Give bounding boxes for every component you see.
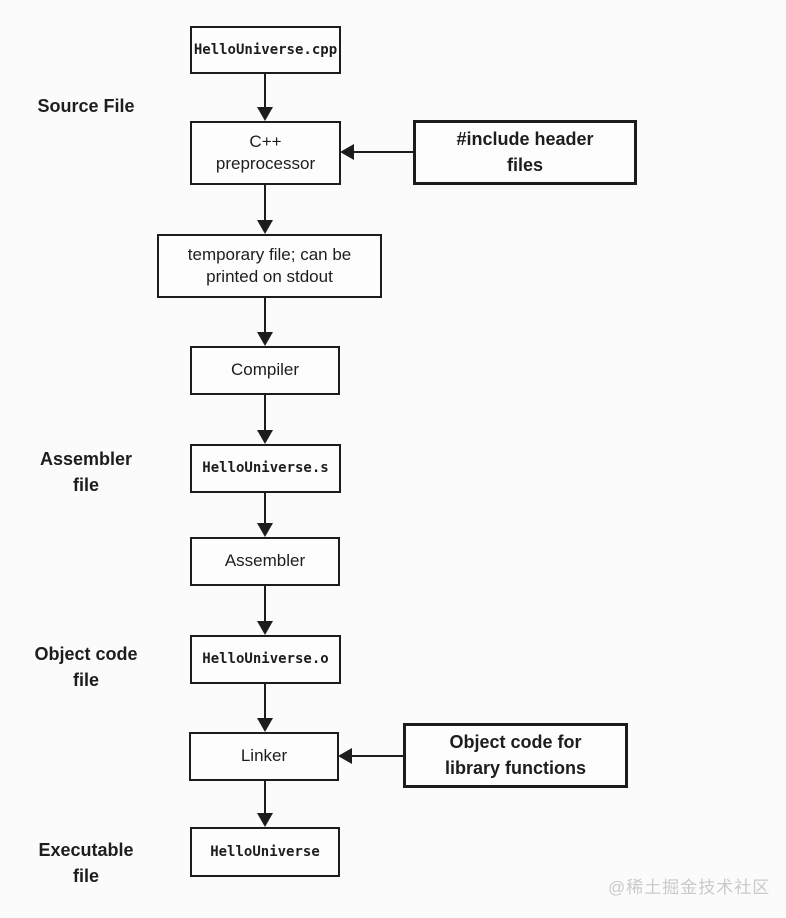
arrow-objfile-to-linker	[257, 684, 273, 732]
stage-label-executable-file: Executable file	[16, 837, 156, 889]
node-text: Compiler	[230, 360, 300, 380]
arrow-shaft	[264, 493, 266, 524]
arrow-down-icon	[257, 430, 273, 444]
node-text-line: temporary file; can be	[187, 244, 352, 264]
arrow-down-icon	[257, 523, 273, 537]
arrow-shaft	[264, 684, 266, 719]
node-text-line: C++	[249, 131, 282, 151]
node-text-line: Object code for	[449, 732, 582, 753]
node-hellouniverse-cpp: HelloUniverse.cpp	[190, 26, 341, 74]
node-assembler: Assembler	[190, 537, 340, 586]
arrow-down-icon	[257, 718, 273, 732]
arrow-compiler-to-asmfile	[257, 395, 273, 444]
arrow-down-icon	[257, 107, 273, 121]
arrow-left-icon	[340, 144, 354, 160]
stage-label-line: Assembler	[39, 449, 133, 469]
stage-label-line: Object code	[34, 644, 138, 664]
stage-label-line: file	[72, 670, 99, 691]
node-text-line: files	[506, 154, 544, 175]
arrow-shaft	[264, 74, 266, 108]
arrow-cpp-to-preprocessor	[257, 74, 273, 121]
node-temporary-file: temporary file; can be printed on stdout	[157, 234, 382, 298]
arrow-down-icon	[257, 220, 273, 234]
arrow-assembler-to-objfile	[257, 586, 273, 635]
node-hellouniverse-executable: HelloUniverse	[190, 827, 340, 877]
arrow-shaft	[264, 781, 266, 814]
stage-label-line: file	[72, 866, 99, 887]
node-text: HelloUniverse.o	[202, 651, 329, 668]
stage-label-line: Executable	[38, 840, 134, 860]
arrow-preprocessor-to-tempfile	[257, 185, 273, 234]
arrow-tempfile-to-compiler	[257, 298, 273, 346]
node-text-line: preprocessor	[215, 154, 316, 173]
arrow-left-icon	[338, 748, 352, 764]
node-text: Linker	[240, 746, 288, 766]
arrow-libobjects-to-linker	[338, 748, 403, 764]
arrow-asmfile-to-assembler	[257, 493, 273, 537]
watermark: @稀土掘金技术社区	[608, 878, 771, 897]
node-object-code-library-functions: Object code for library functions	[403, 723, 628, 788]
arrow-down-icon	[257, 332, 273, 346]
stage-label-assembler-file: Assembler file	[16, 446, 156, 498]
arrow-shaft	[264, 298, 266, 333]
arrow-shaft	[351, 755, 403, 757]
node-compiler: Compiler	[190, 346, 340, 395]
arrow-shaft	[264, 586, 266, 622]
node-cpp-preprocessor: C++ preprocessor	[190, 121, 341, 185]
arrow-linker-to-executable	[257, 781, 273, 827]
stage-label-object-code-file: Object code file	[16, 641, 156, 693]
node-text: HelloUniverse	[210, 843, 320, 860]
arrow-shaft	[264, 395, 266, 431]
stage-label-line: file	[72, 475, 99, 496]
arrow-headers-to-preprocessor	[340, 144, 413, 160]
arrow-shaft	[353, 151, 413, 153]
node-text-line: printed on stdout	[206, 267, 333, 286]
node-linker: Linker	[189, 732, 339, 781]
arrow-down-icon	[257, 813, 273, 827]
node-hellouniverse-s: HelloUniverse.s	[190, 444, 341, 493]
node-text: Assembler	[224, 551, 306, 571]
node-text-line: library functions	[444, 757, 587, 778]
node-text-line: #include header	[456, 129, 594, 150]
stage-label-line: Source File	[37, 96, 135, 116]
node-include-header-files: #include header files	[413, 120, 637, 185]
arrow-shaft	[264, 185, 266, 221]
arrow-down-icon	[257, 621, 273, 635]
node-text: HelloUniverse.cpp	[193, 41, 338, 58]
node-text: HelloUniverse.s	[202, 460, 329, 477]
node-hellouniverse-o: HelloUniverse.o	[190, 635, 341, 684]
stage-label-source-file: Source File	[16, 93, 156, 119]
